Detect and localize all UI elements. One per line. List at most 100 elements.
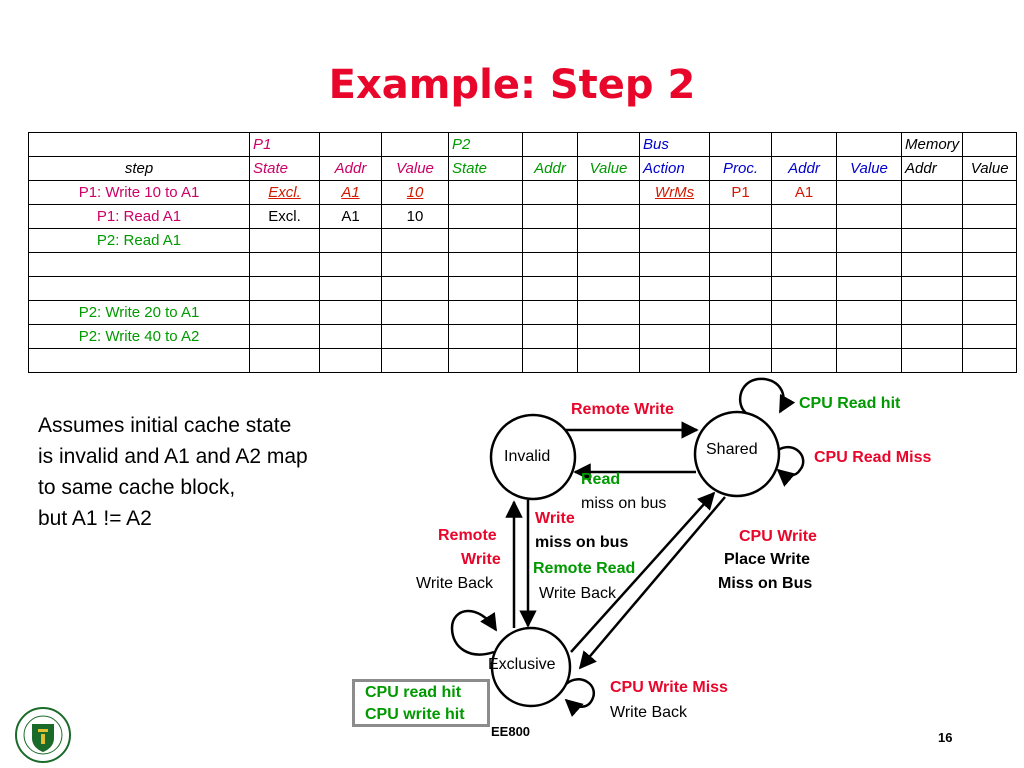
table-cell	[448, 324, 523, 349]
write-label: Write	[535, 510, 575, 527]
remote-read-label: Remote Read	[533, 560, 636, 577]
table-cell	[900, 276, 964, 301]
table-cell: 10	[381, 204, 449, 229]
page-number: 16	[938, 730, 953, 745]
table-row: P2: Read A1	[28, 228, 1018, 253]
table-cell	[522, 228, 578, 253]
table-cell	[577, 348, 640, 373]
table-cell	[771, 204, 837, 229]
assumption-line: is invalid and A1 and A2 map	[38, 445, 308, 468]
table-cell	[836, 276, 902, 301]
table-cell	[836, 300, 902, 325]
table-cell	[381, 324, 449, 349]
table-cell	[962, 324, 1018, 349]
table-cell: P1: Write 10 to A1	[28, 180, 250, 205]
invalid-state-circle	[489, 413, 577, 501]
assumption-line: to same cache block,	[38, 476, 236, 499]
table-cell: State	[448, 156, 523, 181]
table-cell	[28, 348, 250, 373]
table-row: P2: Write 40 to A2	[28, 324, 1018, 349]
cpu-read-hit-label: CPU Read hit	[799, 395, 901, 412]
table-cell	[28, 132, 250, 157]
table-cell	[522, 252, 578, 277]
table-cell	[522, 348, 578, 373]
exclusive-self-loop-write-miss	[564, 678, 595, 718]
table-cell: Proc.	[709, 156, 772, 181]
table-cell	[577, 132, 640, 157]
course-footer: EE800	[491, 724, 531, 739]
table-cell	[577, 204, 640, 229]
cpu-write-hit-box-label: CPU write hit	[365, 706, 465, 723]
table-cell	[900, 180, 964, 205]
table-cell	[28, 276, 250, 301]
table-cell	[836, 348, 902, 373]
shared-self-loop-read-hit	[738, 377, 796, 414]
assumption-line: Assumes initial cache state	[38, 414, 292, 437]
cpu-read-miss-label: CPU Read Miss	[814, 449, 932, 466]
cpu-write-miss-write-back-label: Write Back	[610, 704, 688, 721]
table-cell: Value	[962, 156, 1018, 181]
table-cell: Addr	[522, 156, 578, 181]
place-write-label: Place Write	[724, 551, 810, 568]
table-cell	[448, 300, 523, 325]
table-cell	[962, 132, 1018, 157]
cpu-write-miss-label: CPU Write Miss	[610, 679, 728, 696]
shared-self-loop-read-miss	[776, 445, 805, 487]
table-cell	[900, 324, 964, 349]
table-cell: P1	[249, 132, 320, 157]
table-cell	[771, 348, 837, 373]
table-cell	[709, 132, 772, 157]
exclusive-to-shared-arrow	[570, 491, 716, 653]
table-cell	[836, 204, 902, 229]
remote-label: Remote	[438, 527, 497, 544]
table-cell: A1	[771, 180, 837, 205]
assumption-note: Assumes initial cache state is invalid a…	[38, 410, 308, 534]
shared-state-label: Shared	[706, 441, 758, 458]
cpu-write-label: CPU Write	[739, 528, 817, 545]
table-cell	[319, 300, 382, 325]
table-row	[28, 252, 1018, 277]
table-cell	[249, 228, 320, 253]
table-cell: P2: Read A1	[28, 228, 250, 253]
remote-read-write-back-label: Write Back	[539, 585, 617, 602]
read-label: Read	[581, 471, 621, 488]
table-cell: 10	[381, 180, 449, 205]
shared-to-exclusive-arrow	[578, 496, 726, 670]
table-cell	[900, 348, 964, 373]
write-miss-on-bus-label: miss on bus	[535, 534, 629, 551]
table-cell	[249, 348, 320, 373]
shared-state-circle	[693, 410, 781, 498]
table-cell: Addr	[319, 156, 382, 181]
university-seal-icon	[15, 707, 71, 763]
cpu-read-hit-box-label: CPU read hit	[365, 684, 462, 701]
table-cell	[381, 252, 449, 277]
table-cell	[319, 228, 382, 253]
table-cell: step	[28, 156, 250, 181]
table-cell	[962, 348, 1018, 373]
table-cell: Value	[381, 156, 449, 181]
slide-title: Example: Step 2	[328, 62, 696, 108]
miss-on-bus-right-label: Miss on Bus	[718, 575, 813, 592]
remote-write-back-label: Write Back	[416, 575, 494, 592]
table-cell: WrMs	[639, 180, 710, 205]
table-cell	[900, 228, 964, 253]
remote-write-left-label: Write	[461, 551, 501, 568]
table-cell	[639, 348, 710, 373]
table-cell	[448, 348, 523, 373]
table-row	[28, 276, 1018, 301]
cpu-hit-box: CPU read hit CPU write hit	[352, 679, 490, 727]
table-cell	[319, 348, 382, 373]
table-cell	[709, 276, 772, 301]
table-cell	[577, 276, 640, 301]
table-cell	[522, 276, 578, 301]
table-cell: Memory	[900, 132, 964, 157]
table-cell: Bus	[639, 132, 710, 157]
table-cell	[448, 204, 523, 229]
assumption-line: but A1 != A2	[38, 507, 152, 530]
invalid-state-label: Invalid	[504, 448, 551, 465]
table-cell	[900, 252, 964, 277]
